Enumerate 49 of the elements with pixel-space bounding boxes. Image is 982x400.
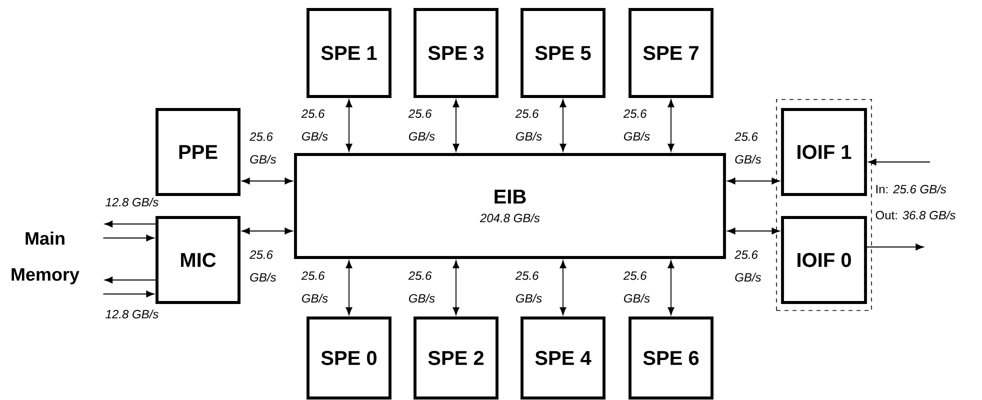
edge-label: 12.8 GB/s [106,310,158,318]
unit-box: SPE 7 [628,8,714,98]
unit-box: SPE 0 [306,316,392,400]
unit-box: SPE 5 [520,8,606,98]
dashed-group-box [776,99,872,311]
unit-box: SPE 1 [306,8,392,98]
unit-box: SPE 2 [414,316,498,400]
edge-label: 25.6 GB/s [515,271,542,303]
unit-box: MIC [156,216,240,304]
arrow [868,158,930,166]
edge-label: 25.6 GB/s [734,250,762,282]
arrow [102,290,154,298]
edge-label: 25.6 GB/s [301,109,328,141]
unit-box: SPE 3 [414,8,498,98]
edge-label: 25.6 GB/s [301,271,328,303]
arrow [727,228,780,234]
arrow [452,260,460,316]
arrow [452,99,460,152]
bus-box: EIB 204.8 GB/s [294,153,726,259]
edge-label: 25.6 GB/s [623,271,650,303]
unit-box: IOIF 1 [781,108,867,196]
edge-label: 25.6 GB/s [623,109,650,141]
edge-label: 25.6 GB/s [408,109,435,141]
arrow [668,260,674,316]
edge-label: 25.6 GB/s [250,250,276,282]
bandwidth-note: Out: 36.8 GB/s [876,210,956,220]
arrow [668,99,674,152]
arrow [104,276,156,284]
edge-label: 25.6 GB/s [515,109,542,141]
arrow [560,99,566,152]
arrow [104,220,156,228]
edge-label: 25.6 GB/s [250,132,276,164]
bandwidth-note: In: 25.6 GB/s [876,184,946,194]
arrow [346,99,352,152]
memory-label: Main Memory [12,232,80,284]
arrow [560,260,566,316]
arrow [727,178,780,184]
edge-label: 25.6 GB/s [734,132,762,164]
arrow [242,178,293,184]
unit-box: SPE 6 [628,316,714,400]
arrow [866,244,924,250]
edge-label: 25.6 GB/s [408,271,435,303]
arrow [346,260,352,316]
arrow [242,228,293,234]
unit-box: SPE 4 [520,316,606,400]
edge-label: 12.8 GB/s [106,198,158,206]
unit-box: IOIF 0 [781,216,867,304]
arrow [102,234,154,242]
unit-box: PPE [156,108,240,196]
